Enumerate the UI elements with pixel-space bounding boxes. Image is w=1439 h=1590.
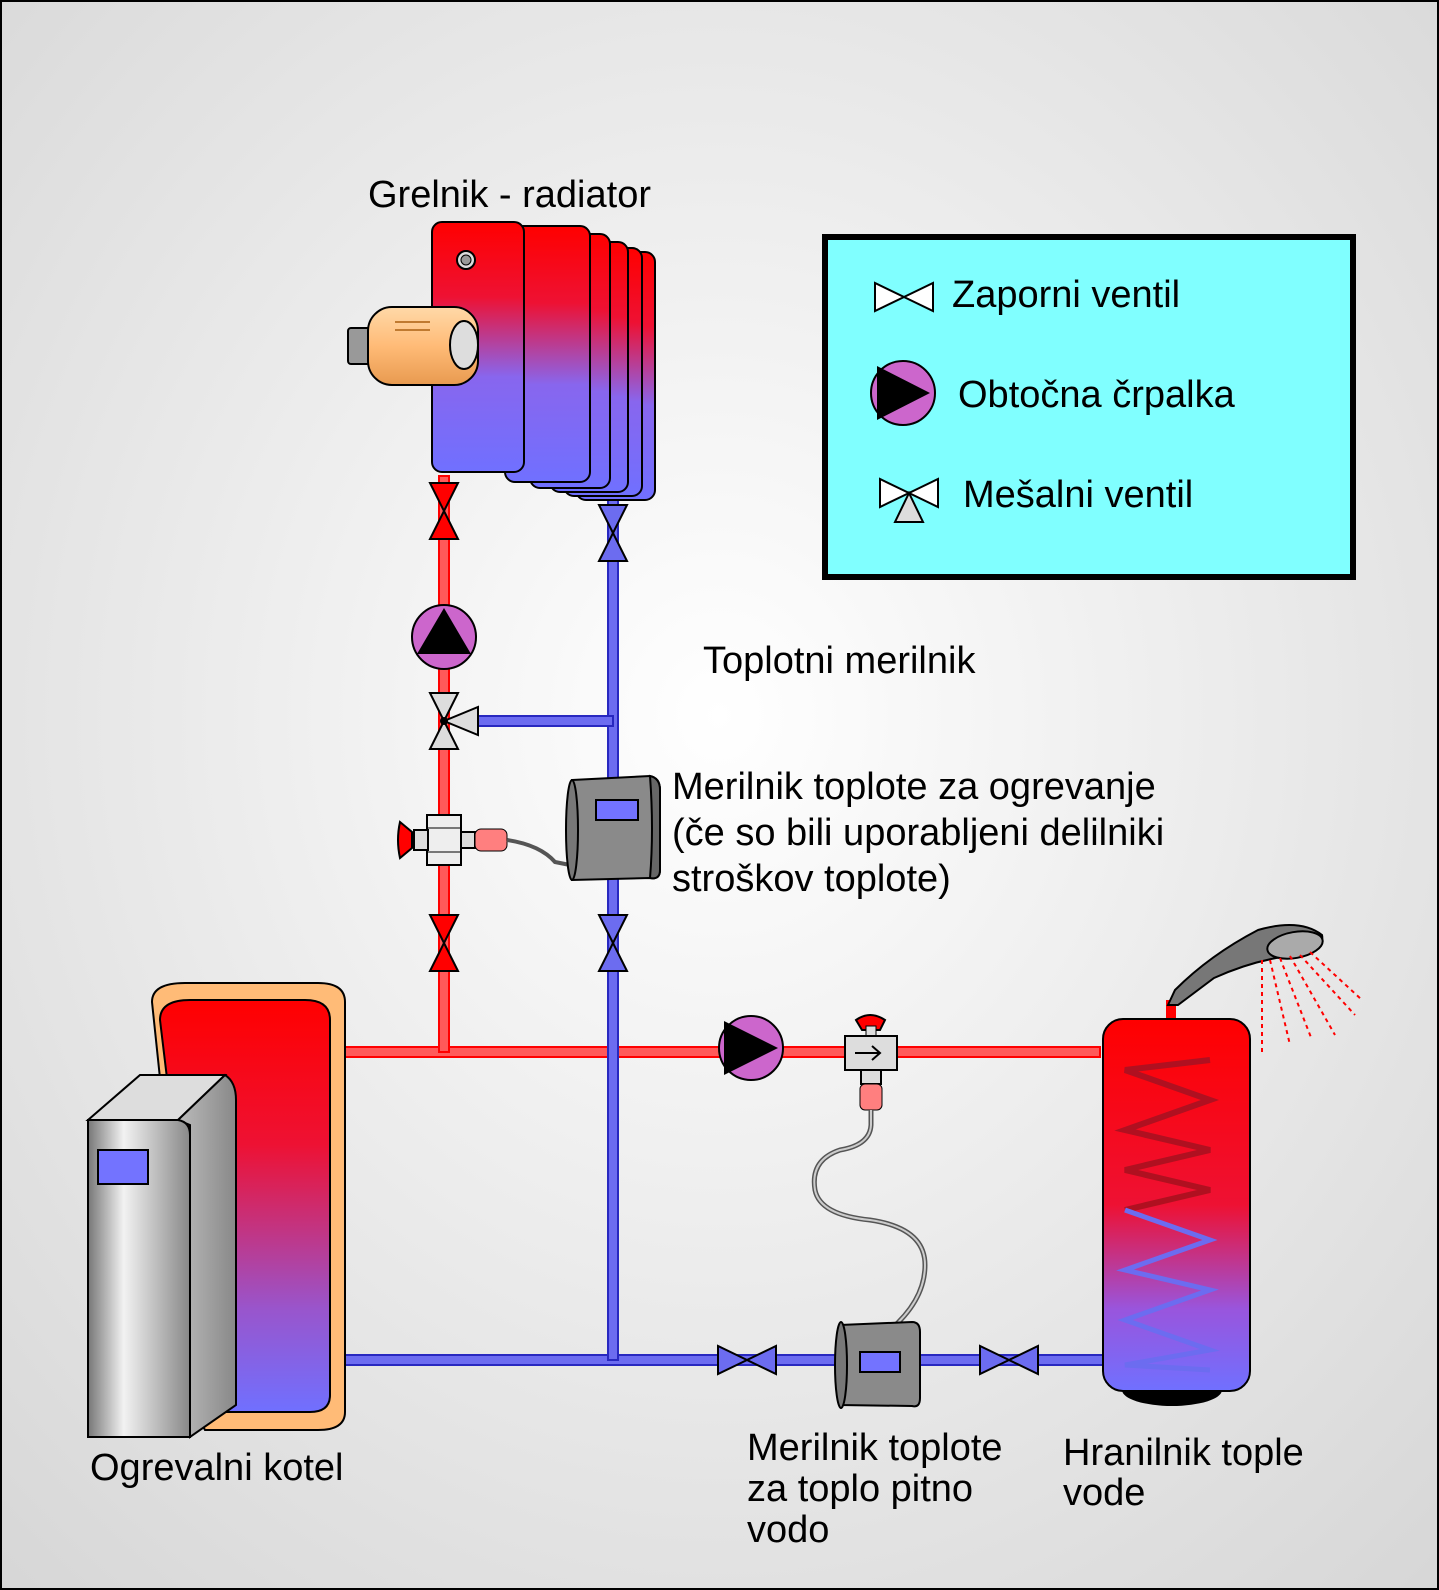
circulation-pump-radiator[interactable]: [411, 604, 477, 670]
thermostatic-head: [347, 306, 479, 386]
shutoff-valve-return-right[interactable]: [979, 1344, 1039, 1376]
storage-label-line2: vode: [1063, 1472, 1145, 1514]
legend-mixing-valve-label: Mešalni ventil: [963, 474, 1193, 516]
legend-mixing-valve-icon: [879, 477, 939, 523]
legend: Zaporni ventil Obtočna črpalka Mešalni v…: [822, 234, 1356, 580]
dhw-meter-display: [859, 1351, 901, 1373]
circulation-pump-dhw[interactable]: [718, 1015, 784, 1081]
legend-shutoff-valve-icon: [874, 281, 934, 313]
heating-heat-meter: [565, 774, 661, 882]
storage-label-line1: Hranilnik tople: [1063, 1432, 1304, 1474]
heating-meter-label-line1: Merilnik toplote za ogrevanje: [672, 766, 1156, 808]
cold-return-pipe-main: [344, 1354, 1221, 1366]
radiator-hot-riser: [438, 475, 450, 1053]
water-spray: [1261, 951, 1363, 1055]
heating-meter-label-line3: stroškov toplote): [672, 858, 951, 900]
radiator-label: Grelnik - radiator: [368, 174, 651, 216]
heat-meter-top-label: Toplotni merilnik: [703, 640, 976, 682]
hot-water-storage: [1102, 1018, 1251, 1406]
heating-meter-sensor-valve[interactable]: [397, 814, 508, 866]
mixing-valve-riser[interactable]: [428, 692, 479, 750]
heating-meter-cable: [506, 838, 576, 868]
shutoff-valve-radiator-cold[interactable]: [597, 504, 629, 562]
coil-upper: [1114, 1057, 1220, 1213]
water-meter-label-line2: za toplo pitno: [747, 1468, 973, 1510]
coil-lower: [1116, 1207, 1220, 1373]
shutoff-valve-riser-hot-lower[interactable]: [428, 914, 460, 972]
shower-head: [1166, 924, 1363, 1055]
legend-shutoff-valve-label: Zaporni ventil: [952, 274, 1180, 316]
legend-pump-icon: [870, 360, 936, 426]
shutoff-valve-riser-cold-lower[interactable]: [597, 914, 629, 972]
dhw-heat-meter: [834, 1320, 921, 1409]
shutoff-valve-radiator-hot[interactable]: [428, 482, 460, 540]
water-meter-label-line1: Merilnik toplote: [747, 1427, 1003, 1469]
heating-meter-label-line2: (če so bili uporabljeni delilniki: [672, 812, 1164, 854]
radiator: [347, 221, 656, 501]
legend-pump-label: Obtočna črpalka: [958, 374, 1236, 416]
boiler: [85, 1073, 237, 1439]
boiler-display: [97, 1149, 149, 1185]
water-meter-label-line3: vodo: [747, 1509, 829, 1551]
radiator-vent: [456, 250, 476, 270]
shutoff-valve-return-left[interactable]: [717, 1344, 777, 1376]
boiler-label: Ogrevalni kotel: [90, 1447, 343, 1489]
heating-meter-display: [595, 799, 639, 821]
mixing-bypass-pipe: [474, 715, 614, 727]
dhw-meter-sensor-valve[interactable]: [844, 1014, 898, 1111]
